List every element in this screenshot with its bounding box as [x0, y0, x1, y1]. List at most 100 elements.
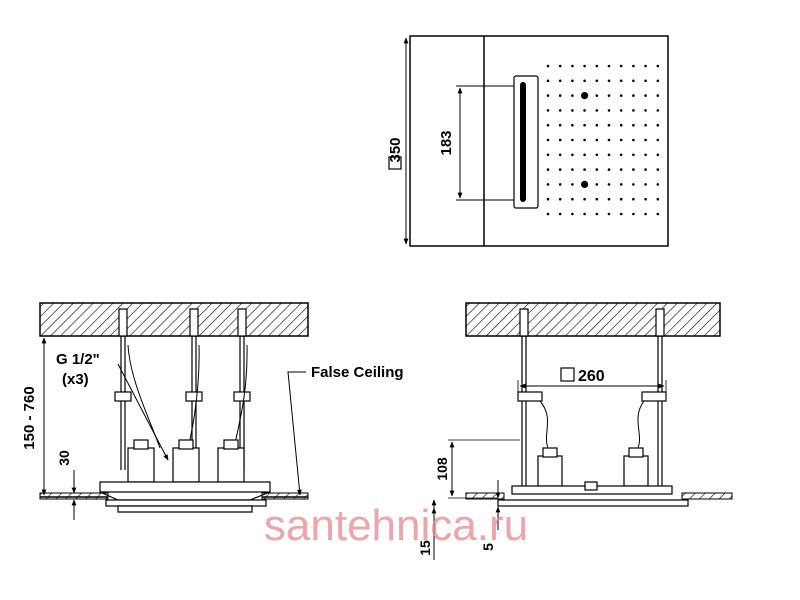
nozzle-dot: [632, 79, 635, 83]
rod-anchor-1: [118, 308, 128, 337]
nozzle-dot: [546, 168, 550, 171]
nozzle-dot: [571, 79, 574, 83]
nozzle-dot: [546, 183, 550, 186]
nozzle-dot: [607, 212, 611, 216]
front-rods: [517, 308, 667, 488]
front-valves: [497, 447, 689, 507]
nozzle-dot: [607, 64, 611, 68]
valve-cap-2: [178, 439, 194, 450]
nozzle-dot: [583, 168, 586, 171]
valve-bodies: [127, 439, 245, 483]
nozzle-dot: [558, 168, 562, 171]
nozzle-dot: [607, 79, 611, 83]
height-range-label: 150 - 760: [21, 386, 38, 449]
nozzle-dot: [595, 109, 599, 112]
nozzle-dot: [656, 183, 660, 186]
front-plate: [497, 499, 689, 507]
nozzle-dot: [558, 79, 562, 83]
valve-cap-1: [133, 439, 149, 450]
front-false-ceiling-left: [465, 492, 505, 500]
nozzle-dot: [583, 64, 586, 68]
nozzle-dot: [571, 94, 574, 97]
height-label: 108: [434, 457, 450, 481]
nozzle-dot: [583, 197, 586, 201]
nozzle-dot: [595, 183, 599, 186]
thickness-label: 15: [417, 540, 433, 556]
nozzle-dot: [656, 109, 660, 112]
valve-body-2: [172, 447, 200, 483]
front-rod-anchor-1: [519, 308, 529, 337]
nozzle-dot: [632, 197, 635, 201]
rod-anchor-2: [189, 308, 199, 337]
nozzle-dot: [583, 153, 586, 157]
nozzle-dot: [571, 138, 574, 142]
nozzle-dot: [619, 153, 623, 157]
nozzle-dot: [583, 212, 586, 216]
rod-coupler-1: [114, 391, 132, 402]
nozzle-dot: [644, 138, 647, 142]
nozzle-dot: [595, 64, 599, 68]
nozzle-dot: [546, 79, 550, 83]
nozzle-dot: [607, 197, 611, 201]
watermark-text: santehnica.ru: [264, 501, 528, 550]
valve-cap-3: [223, 439, 239, 450]
nozzle-dot: [607, 123, 611, 127]
nozzle-dot: [632, 109, 635, 112]
nozzle-dot: [571, 212, 574, 216]
large-nozzle: [581, 92, 589, 100]
valve-body-3: [217, 447, 245, 483]
nozzle-dot: [656, 94, 660, 97]
nozzle-dot: [607, 153, 611, 157]
nozzle-dot: [656, 138, 660, 142]
side-view: 150 - 760 30 G 1/2" (x3) False Ceiling: [21, 302, 404, 520]
nozzle-dot: [619, 123, 623, 127]
nozzle-dot: [644, 94, 647, 97]
front-view: 260 108 15 5: [417, 302, 733, 560]
shower-plate-outline: [409, 35, 669, 247]
front-bracket-1: [517, 391, 543, 402]
nozzle-dot: [583, 123, 586, 127]
nozzle-dot: [558, 212, 562, 216]
nozzle-dot: [656, 79, 660, 83]
nozzle-dot: [607, 168, 611, 171]
ceiling-slab: [39, 302, 309, 337]
nozzle-dot: [546, 153, 550, 157]
nozzle-dot: [558, 109, 562, 112]
nozzle-dot: [656, 168, 660, 171]
nozzle-dot: [656, 212, 660, 216]
false-ceiling-leader-line: [287, 371, 306, 496]
nozzle-dot: [607, 183, 611, 186]
connection-label: G 1/2": [56, 351, 100, 368]
nozzle-dot: [656, 123, 660, 127]
nozzle-dot: [632, 123, 635, 127]
size-label: 350: [387, 137, 404, 162]
nozzle-dot: [571, 109, 574, 112]
nozzle-dot: [546, 64, 550, 68]
nozzle-dot: [644, 212, 647, 216]
nozzle-dot: [571, 183, 574, 186]
front-square-symbol-icon: [560, 367, 575, 382]
top-view: 350 183: [387, 35, 669, 247]
nozzle-dot: [595, 212, 599, 216]
gap-label: 5: [480, 543, 496, 551]
nozzle-dot: [632, 168, 635, 171]
nozzle-dot: [644, 153, 647, 157]
nozzle-dot: [644, 197, 647, 201]
nozzle-dot: [595, 138, 599, 142]
offset-label: 30: [56, 450, 72, 466]
nozzle-dot: [571, 64, 574, 68]
nozzle-dot: [656, 153, 660, 157]
nozzle-dot: [558, 138, 562, 142]
nozzle-dot: [619, 94, 623, 97]
plate-bottom: [117, 505, 253, 513]
nozzle-dot: [632, 64, 635, 68]
nozzle-dot: [558, 64, 562, 68]
span-label: 260: [578, 368, 605, 385]
nozzle-dot: [595, 168, 599, 171]
nozzle-dot: [583, 109, 586, 112]
nozzle-dot: [571, 197, 574, 201]
large-nozzle: [581, 180, 589, 188]
nozzle-dot: [656, 197, 660, 201]
nozzle-dot: [619, 183, 623, 186]
